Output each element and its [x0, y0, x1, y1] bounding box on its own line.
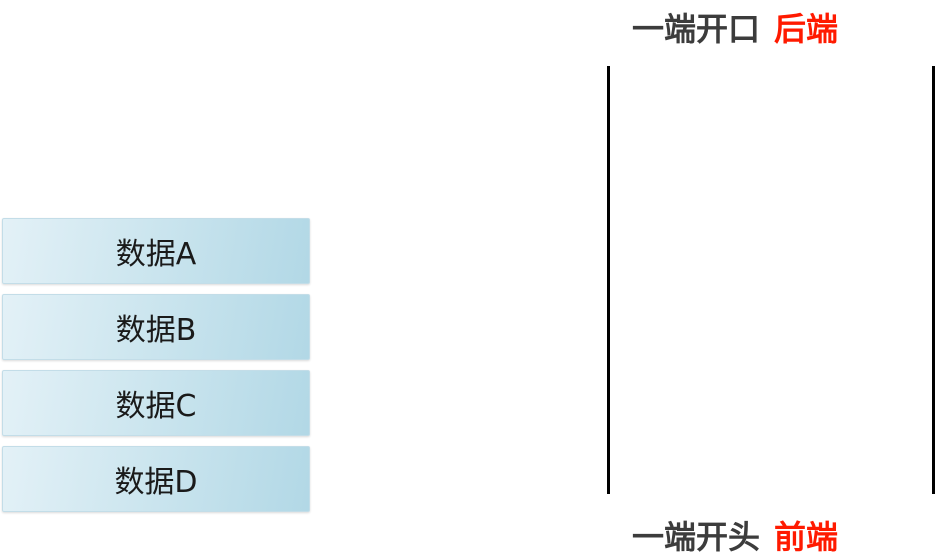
top-label: 一端开口后端 — [632, 4, 838, 50]
data-item-label: 数据C — [115, 389, 197, 424]
container-right-wall — [932, 66, 935, 494]
container-left-wall — [607, 66, 610, 494]
data-item-a: 数据A — [2, 218, 310, 284]
data-item-label: 数据D — [114, 465, 198, 500]
data-item-label: 数据A — [115, 237, 197, 272]
bottom-label-text: 一端开头 — [632, 518, 761, 556]
top-label-highlight: 后端 — [774, 10, 839, 48]
data-item-c: 数据C — [2, 370, 310, 436]
top-label-text: 一端开口 — [632, 10, 761, 48]
data-item-b: 数据B — [2, 294, 310, 360]
data-item-label: 数据B — [115, 313, 197, 348]
bottom-label-highlight: 前端 — [774, 518, 839, 556]
bottom-label: 一端开头前端 — [632, 512, 838, 558]
data-item-d: 数据D — [2, 446, 310, 512]
